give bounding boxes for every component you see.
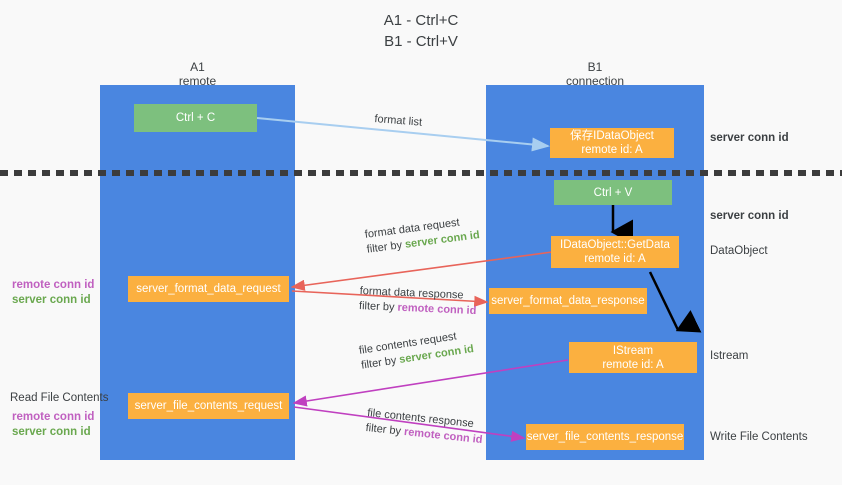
lane-header-a1: A1 remote bbox=[100, 60, 295, 88]
box-server-format-data-request[interactable]: server_format_data_request bbox=[128, 276, 289, 302]
left-label-read-file-contents: Read File Contents bbox=[10, 392, 109, 404]
edge-label-fdresp-value: remote conn id bbox=[397, 301, 477, 318]
left-label-remote-conn-id-mid: remote conn id bbox=[12, 279, 95, 291]
box-ctrl-c-label: Ctrl + C bbox=[175, 112, 216, 124]
box-ctrl-v-label: Ctrl + V bbox=[593, 186, 633, 199]
edge-label-format-list: format list bbox=[374, 112, 423, 131]
box-save-idataobject-line2: remote id: A bbox=[581, 144, 643, 156]
lane-header-a1-sub: remote bbox=[178, 74, 217, 88]
right-label-write-file-contents: Write File Contents bbox=[710, 431, 808, 443]
title-line-1: A1 - Ctrl+C bbox=[383, 12, 459, 29]
box-server-format-data-response[interactable]: server_format_data_response bbox=[489, 288, 647, 314]
box-server-file-contents-response-label: server_file_contents_response bbox=[526, 431, 684, 443]
edge-label-fdresp-prefix: filter by bbox=[358, 299, 398, 314]
box-getdata[interactable]: IDataObject::GetData remote id: A bbox=[551, 236, 679, 268]
edge-label-format-data-response: format data response filter by remote co… bbox=[359, 284, 478, 319]
box-server-file-contents-response[interactable]: server_file_contents_response bbox=[526, 424, 684, 450]
edge-label-fdreq-prefix: filter by bbox=[366, 238, 406, 256]
phase-divider bbox=[0, 170, 842, 176]
right-label-server-conn-id-mid: server conn id bbox=[710, 210, 789, 222]
edge-label-file-contents-response: file contents response filter by remote … bbox=[365, 406, 485, 448]
edge-label-fcresp-prefix: filter by bbox=[365, 421, 405, 438]
left-label-group-format: remote conn id server conn id bbox=[12, 278, 94, 308]
box-save-idataobject-line1: 保存IDataObject bbox=[570, 130, 654, 142]
left-label-server-conn-id-mid: server conn id bbox=[12, 294, 91, 306]
left-label-server-conn-id-bottom: server conn id bbox=[12, 426, 91, 438]
edge-label-format-data-request: format data request filter by server con… bbox=[364, 213, 481, 258]
box-getdata-line1: IDataObject::GetData bbox=[560, 239, 670, 251]
box-ctrl-v[interactable]: Ctrl + V bbox=[554, 180, 672, 205]
box-server-file-contents-request[interactable]: server_file_contents_request bbox=[128, 393, 289, 419]
box-istream-line2: remote id: A bbox=[602, 358, 664, 371]
left-label-remote-conn-id-bottom: remote conn id bbox=[12, 411, 95, 423]
title-line-2: B1 - Ctrl+V bbox=[384, 33, 458, 50]
box-ctrl-c[interactable]: Ctrl + C bbox=[134, 104, 257, 132]
box-istream-line1: IStream bbox=[612, 344, 654, 357]
left-label-group-file: remote conn id server conn id bbox=[12, 410, 94, 440]
right-label-server-conn-id-top: server conn id bbox=[710, 132, 789, 144]
right-label-dataobject: DataObject bbox=[710, 245, 768, 257]
box-server-format-data-response-label: server_format_data_response bbox=[491, 295, 645, 307]
box-server-file-contents-request-label: server_file_contents_request bbox=[134, 400, 283, 412]
box-istream[interactable]: IStream remote id: A bbox=[569, 342, 697, 373]
right-label-istream: Istream bbox=[710, 350, 749, 362]
lane-header-b1: B1 connection bbox=[486, 60, 704, 88]
box-save-idataobject[interactable]: 保存IDataObject remote id: A bbox=[550, 128, 674, 158]
lane-header-a1-name: A1 bbox=[190, 60, 205, 74]
box-server-format-data-request-label: server_format_data_request bbox=[136, 283, 281, 295]
box-getdata-line2: remote id: A bbox=[584, 253, 646, 265]
lane-header-b1-name: B1 bbox=[587, 60, 603, 74]
edge-label-format-list-text: format list bbox=[373, 112, 423, 129]
lane-header-b1-sub: connection bbox=[565, 74, 625, 88]
edge-label-file-contents-request: file contents request filter by server c… bbox=[358, 327, 475, 373]
page-title: A1 - Ctrl+C B1 - Ctrl+V bbox=[0, 10, 842, 52]
